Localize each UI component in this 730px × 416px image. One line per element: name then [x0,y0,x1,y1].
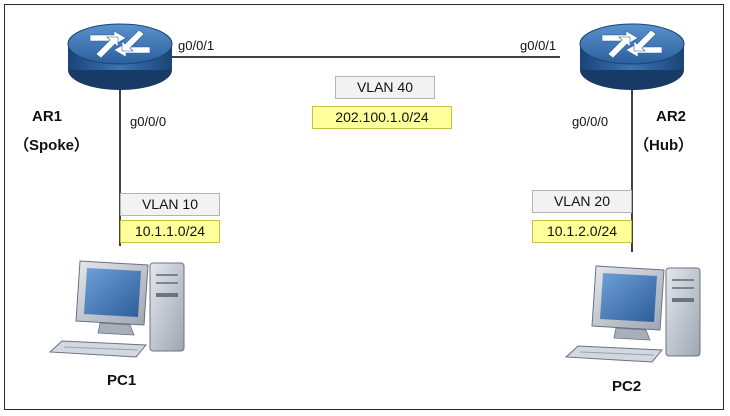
diagram-frame [4,4,724,410]
ar1-wan-port-label: g0/0/1 [178,38,215,53]
pc1-name-label: PC1 [107,372,137,389]
wan-vlan-box: VLAN 40 [335,76,435,99]
lan2-network-box: 10.1.2.0/24 [532,220,632,243]
lan1-vlan-box: VLAN 10 [120,193,220,216]
wan-network-box: 202.100.1.0/24 [312,106,452,129]
ar2-name-label: AR2 [656,108,687,125]
lan1-network-box: 10.1.1.0/24 [120,220,220,243]
lan2-vlan-box: VLAN 20 [532,190,632,213]
ar2-role-label: （Hub） [634,137,694,154]
ar1-router-icon [67,23,173,91]
pc1-desktop-computer-icon [49,260,185,358]
ar1-lan-port-label: g0/0/0 [130,114,167,129]
pc2-desktop-computer-icon [565,265,701,363]
ar1-role-label: （Spoke） [14,137,90,154]
ar2-lan-port-label: g0/0/0 [572,114,609,129]
ar2-wan-port-label: g0/0/1 [520,38,557,53]
ar2-router-icon [579,23,685,91]
ar1-name-label: AR1 [32,108,63,125]
pc2-name-label: PC2 [612,378,642,395]
